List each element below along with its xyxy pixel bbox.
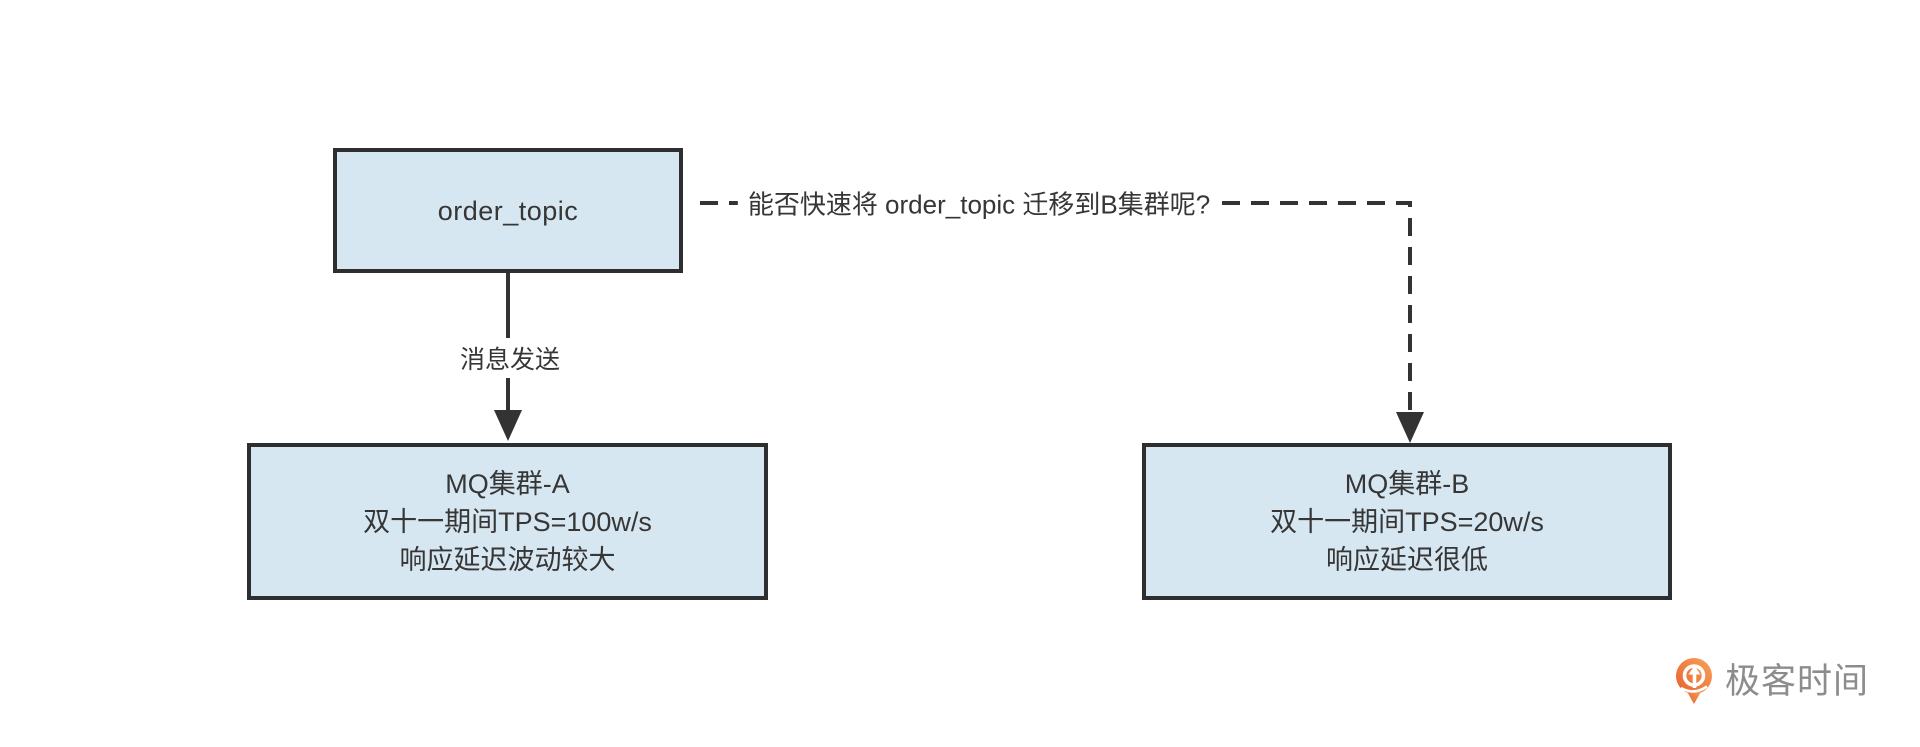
order-topic-label: order_topic [437,195,579,226]
mq-cluster-a-node: MQ集群-A 双十一期间TPS=100w/s 响应延迟波动较大 [247,443,768,600]
send-edge-label: 消息发送 [449,338,571,378]
cluster-a-title: MQ集群-A [445,468,570,499]
order-topic-node: order_topic [333,148,683,273]
geektime-logo-text: 极客时间 [1725,662,1870,701]
cluster-a-tps: 双十一期间TPS=100w/s [363,506,652,537]
cluster-b-latency: 响应延迟很低 [1326,544,1488,575]
send-arrowhead-icon [494,410,522,441]
geektime-logo: 极客时间 [1674,657,1869,707]
cluster-b-tps: 双十一期间TPS=20w/s [1270,506,1544,537]
mq-cluster-b-node: MQ集群-B 双十一期间TPS=20w/s 响应延迟很低 [1142,443,1672,600]
migrate-edge-label: 能否快速将 order_topic 迁移到B集群呢? [737,182,1221,224]
migrate-arrowhead-icon [1396,412,1424,443]
cluster-a-latency: 响应延迟波动较大 [399,544,616,575]
migrate-dashed-line [700,201,1412,416]
geektime-logo-icon [1676,658,1712,704]
cluster-b-title: MQ集群-B [1344,468,1470,499]
